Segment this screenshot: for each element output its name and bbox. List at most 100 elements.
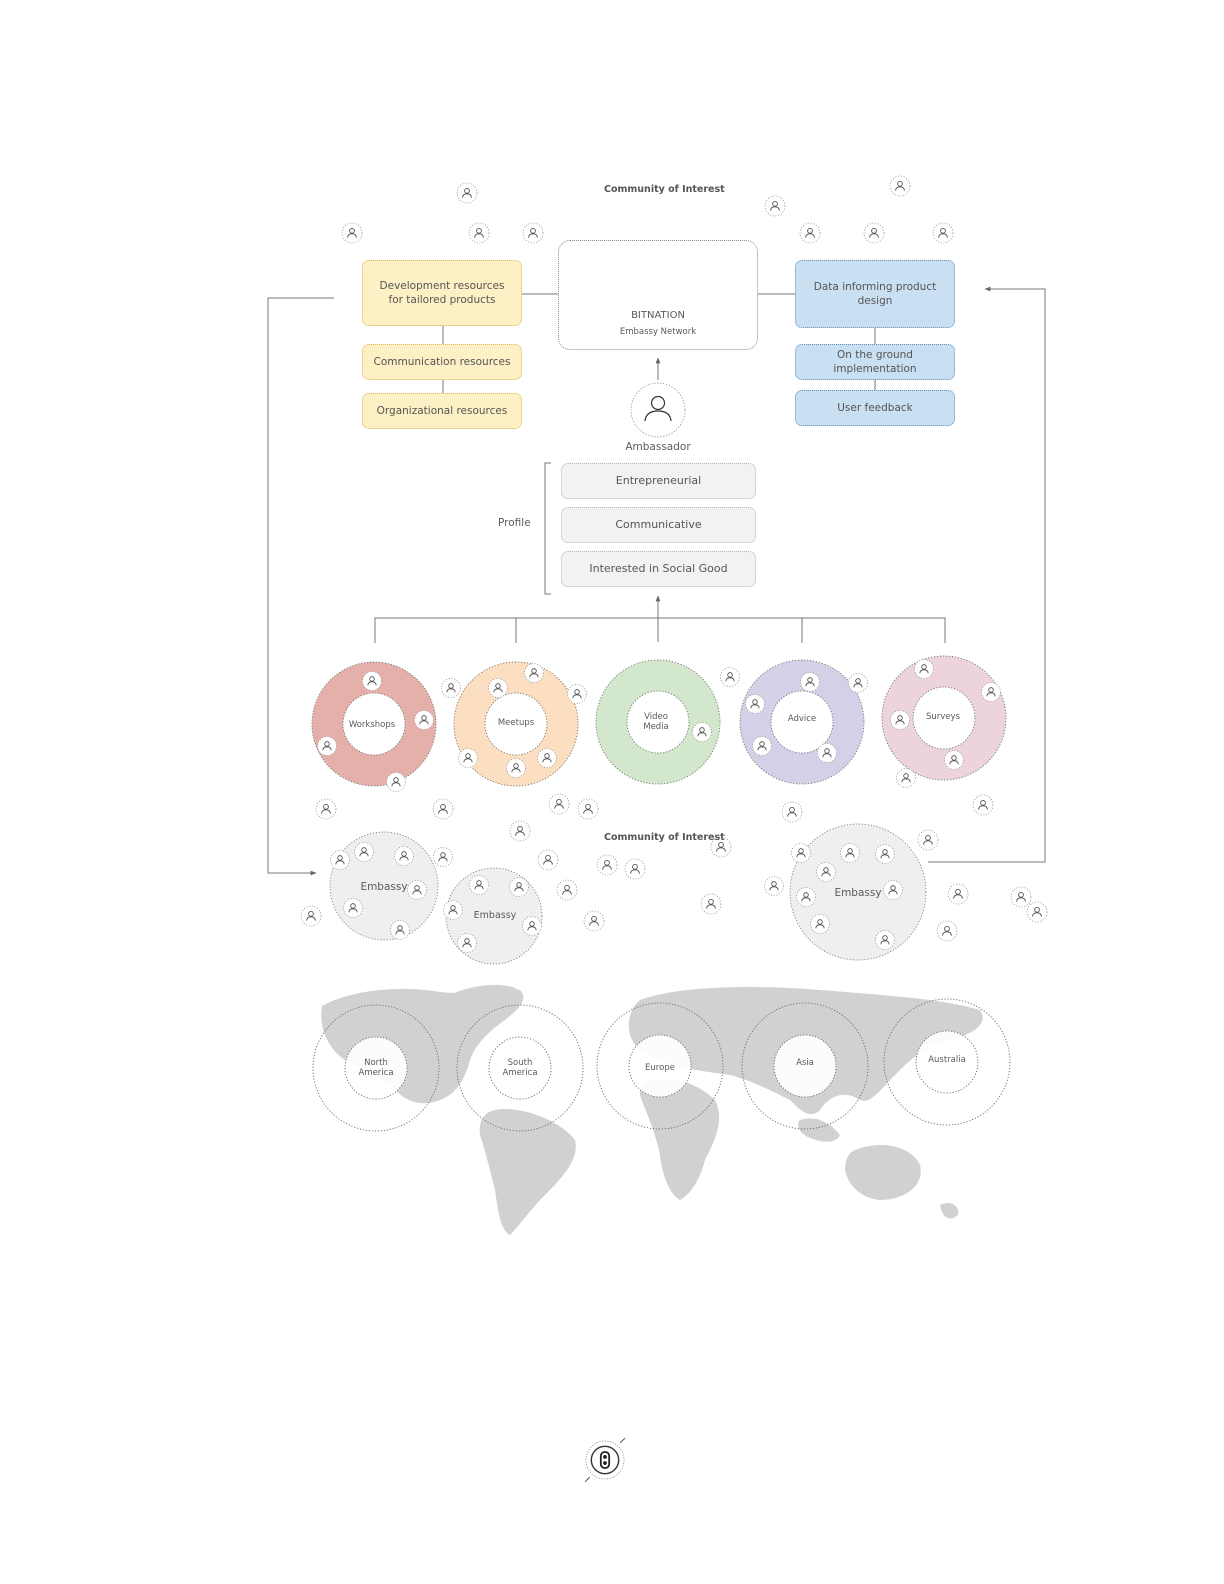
- embassy-person-icon: [469, 875, 489, 895]
- channel-person-icon: [944, 750, 964, 770]
- channel-person-icon: [362, 671, 382, 691]
- community-person-icon: [548, 793, 570, 815]
- trait-communicative: Communicative: [561, 507, 756, 543]
- center-name: BITNATION: [631, 310, 685, 321]
- loop-right-arrow: [928, 286, 1046, 863]
- community-person-icon: [468, 222, 490, 244]
- embassy-person-icon: [354, 842, 374, 862]
- embassy-person-icon: [330, 850, 350, 870]
- embassy-person-icon: [816, 862, 836, 882]
- community-person-icon: [300, 905, 322, 927]
- embassy-person-icon: [390, 920, 410, 940]
- channel-person-icon: [848, 673, 868, 693]
- ambassador-person-icon: [630, 382, 686, 438]
- community-person-icon: [710, 836, 732, 858]
- channel-person-icon: [692, 722, 712, 742]
- middle-title: Community of Interest: [604, 832, 725, 843]
- embassy-person-icon: [764, 876, 784, 896]
- center-subtitle: Embassy Network: [619, 327, 697, 337]
- channel-person-icon: [567, 684, 587, 704]
- channel-person-icon: [981, 682, 1001, 702]
- channel-person-icon: [817, 743, 837, 763]
- resource-communication: Communication resources: [362, 344, 522, 380]
- community-person-icon: [889, 175, 911, 197]
- feedback-user: User feedback: [795, 390, 955, 426]
- community-person-icon: [556, 879, 578, 901]
- community-person-icon: [917, 829, 939, 851]
- channel-person-icon: [524, 663, 544, 683]
- embassy-person-icon: [407, 880, 427, 900]
- embassy-label-1: Embassy: [360, 881, 408, 893]
- embassy-person-icon: [810, 914, 830, 934]
- community-person-icon: [596, 854, 618, 876]
- trait-entrepreneurial: Entrepreneurial: [561, 463, 756, 499]
- trait-social-good: Interested in Social Good: [561, 551, 756, 587]
- region-north-america-label: North America: [358, 1058, 394, 1079]
- embassy-person-icon: [840, 843, 860, 863]
- community-person-icon: [972, 794, 994, 816]
- ambassador-label: Ambassador: [625, 441, 691, 453]
- embassy-person-icon: [443, 900, 463, 920]
- embassy-person-icon: [791, 843, 811, 863]
- channel-person-icon: [745, 694, 765, 714]
- community-person-icon: [936, 920, 958, 942]
- community-person-icon: [315, 798, 337, 820]
- region-ring-3: [596, 1002, 724, 1130]
- channel-video-media-label: Video Media: [643, 712, 669, 733]
- channel-person-icon: [506, 758, 526, 778]
- community-person-icon: [456, 182, 478, 204]
- community-person-icon: [863, 222, 885, 244]
- channel-video-media-ring: [595, 659, 721, 785]
- community-person-icon: [1010, 886, 1032, 908]
- loop-left-arrow: [267, 297, 334, 876]
- region-ring-2: [456, 1004, 584, 1132]
- community-person-icon: [700, 893, 722, 915]
- community-person-icon: [432, 798, 454, 820]
- embassy-label-2: Embassy: [473, 910, 517, 921]
- region-australia-label: Australia: [928, 1055, 966, 1065]
- channel-person-icon: [537, 748, 557, 768]
- channel-surveys-label: Surveys: [926, 712, 960, 722]
- embassy-person-icon: [394, 846, 414, 866]
- community-person-icon: [341, 222, 363, 244]
- community-person-icon: [583, 910, 605, 932]
- channel-person-icon: [914, 659, 934, 679]
- bitnation-embassy-network-box: [558, 240, 758, 350]
- channel-person-icon: [458, 748, 478, 768]
- feedback-data: Data informing product design: [795, 260, 955, 328]
- channel-person-icon: [317, 736, 337, 756]
- profile-bracket: [544, 462, 551, 595]
- channel-surveys-ring: [881, 655, 1007, 781]
- community-person-icon: [781, 801, 803, 823]
- channel-person-icon: [441, 678, 461, 698]
- top-title: Community of Interest: [604, 184, 725, 195]
- channel-person-icon: [890, 710, 910, 730]
- region-europe-label: Europe: [645, 1063, 675, 1073]
- region-ring-5: [883, 998, 1011, 1126]
- community-person-icon: [577, 798, 599, 820]
- region-asia-label: Asia: [796, 1058, 814, 1068]
- community-person-icon: [509, 820, 531, 842]
- community-person-icon: [947, 883, 969, 905]
- community-person-icon: [932, 222, 954, 244]
- embassy-person-icon: [875, 844, 895, 864]
- embassy-person-icon: [457, 933, 477, 953]
- profile-label: Profile: [498, 517, 531, 529]
- channel-advice-label: Advice: [787, 714, 817, 724]
- community-person-icon: [537, 849, 559, 871]
- channel-meetups-label: Meetups: [497, 718, 535, 728]
- region-ring-4: [741, 1002, 869, 1130]
- community-person-icon: [799, 222, 821, 244]
- community-person-icon: [1026, 901, 1048, 923]
- feedback-implementation: On the ground implementation: [795, 344, 955, 380]
- embassy-person-icon: [796, 887, 816, 907]
- embassy-person-icon: [433, 847, 453, 867]
- channel-bus-line: [374, 617, 946, 643]
- region-ring-1: [312, 1004, 440, 1132]
- channel-person-icon: [896, 768, 916, 788]
- resource-organizational: Organizational resources: [362, 393, 522, 429]
- community-person-icon: [624, 858, 646, 880]
- channel-person-icon: [386, 772, 406, 792]
